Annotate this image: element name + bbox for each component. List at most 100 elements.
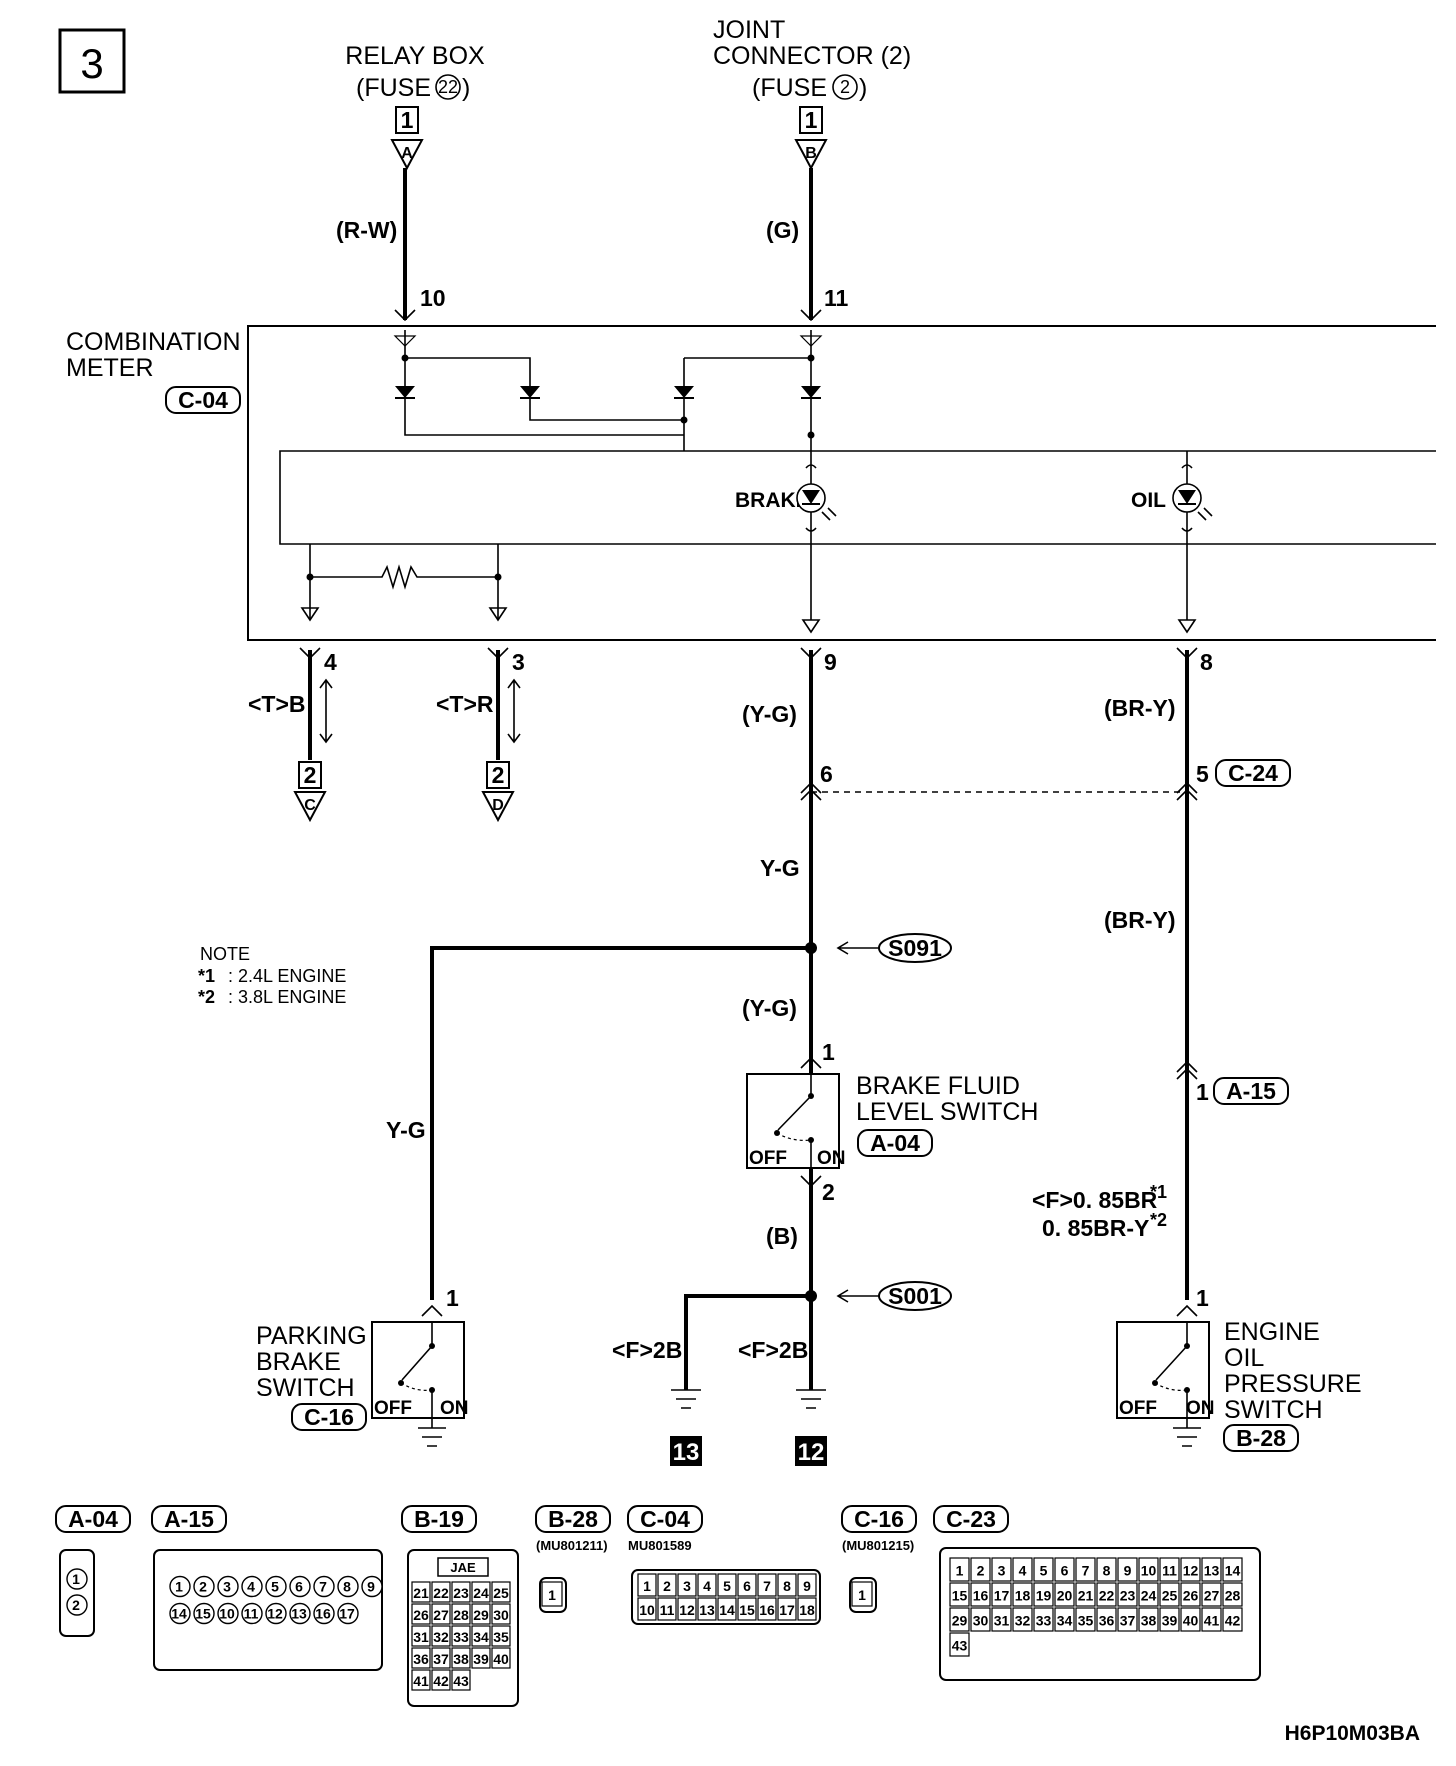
splice-s091-point <box>805 942 817 954</box>
connector-pin-label: 22 <box>1099 1588 1115 1604</box>
connector-pin-label: 2 <box>977 1563 985 1579</box>
joint-label-2: CONNECTOR (2) <box>713 42 911 70</box>
connector-part-number: MU801589 <box>628 1538 692 1553</box>
connector-pin-label: 43 <box>952 1638 968 1654</box>
intermediate-connector-c24: 6 5 C-24 <box>800 759 1291 801</box>
connector-pin-label: 8 <box>1103 1563 1111 1579</box>
connector-pin-label: 8 <box>343 1579 351 1595</box>
connector-pin-label: 11 <box>244 1606 259 1622</box>
connector-part-number: (MU801211) <box>536 1538 608 1553</box>
connector-pin-label: 28 <box>453 1607 469 1623</box>
meter-label-1: COMBINATION <box>66 328 241 356</box>
connector-pin-label: 1 <box>548 1587 556 1603</box>
wire-br-y-label-2: (BR-Y) <box>1104 907 1176 933</box>
connector-pin-label: 42 <box>1225 1613 1241 1629</box>
relay-box-connector-letter: A <box>401 145 413 162</box>
c24-pin-5: 5 <box>1196 761 1209 787</box>
relay-box-pin: 1 <box>401 107 414 133</box>
dest-c-letter: C <box>304 797 316 814</box>
meter-pin-9: 9 <box>824 649 837 675</box>
connector-pin-label: 5 <box>1040 1563 1048 1579</box>
parking-brake-label-1: PARKING <box>256 1322 367 1350</box>
connector-pin-label: 13 <box>1204 1563 1220 1579</box>
connector-pin-label: 25 <box>493 1585 509 1601</box>
note-line-2: : 3.8L ENGINE <box>228 987 346 1007</box>
connector-pin-label: 9 <box>803 1578 811 1594</box>
connector-pin-label: 37 <box>1120 1613 1136 1629</box>
wire-b-label: (B) <box>766 1223 798 1249</box>
dest-d-letter: D <box>492 797 504 814</box>
engine-note: NOTE *1 : 2.4L ENGINE *2 : 3.8L ENGINE <box>198 944 346 1007</box>
wire-br-y-label-1: (BR-Y) <box>1104 695 1176 721</box>
connector-pin-label: 2 <box>72 1597 80 1613</box>
wire-g-label: (G) <box>766 217 799 243</box>
relay-box-label: RELAY BOX <box>345 42 485 70</box>
connector-view-label: A-04 <box>68 1506 118 1532</box>
connector-pin-label: 12 <box>679 1602 695 1618</box>
connector-pin-label: 8 <box>783 1578 791 1594</box>
meter-pin-4: 4 <box>324 649 337 675</box>
connector-pin-label: 6 <box>1061 1563 1069 1579</box>
relay-box-fuse-close: ) <box>462 74 470 102</box>
oil-warning-lamp-icon: OIL <box>1131 464 1213 532</box>
connector-pin-label: 11 <box>1162 1563 1177 1579</box>
a15-connector-id: A-15 <box>1226 1078 1276 1104</box>
connector-pin-label: 13 <box>699 1602 715 1618</box>
connector-pin-label: 41 <box>1204 1613 1220 1629</box>
connector-pin-label: 9 <box>1124 1563 1132 1579</box>
connector-pin-label: 24 <box>473 1585 489 1601</box>
connector-pin-label: 34 <box>473 1629 489 1645</box>
joint-connector-letter: B <box>805 145 817 162</box>
connector-pin-label: 33 <box>1036 1613 1052 1629</box>
connector-pin-label: 4 <box>703 1578 711 1594</box>
connector-pin-label: 12 <box>1183 1563 1199 1579</box>
combination-meter: COMBINATION METER C-04 BRAKE OIL <box>66 325 1436 641</box>
a15-pin-1: 1 <box>1196 1079 1209 1105</box>
splice-s001-label: S001 <box>888 1283 942 1309</box>
wire-y-g-label-2: Y-G <box>760 855 800 881</box>
connector-pin-label: 5 <box>723 1578 731 1594</box>
connector-pin-label: 29 <box>473 1607 489 1623</box>
connector-pin-label: 32 <box>433 1629 449 1645</box>
diagram-code: H6P10M03BA <box>1285 1722 1420 1745</box>
wire-f2b-left-label: <F>2B <box>612 1337 682 1363</box>
brake-fluid-label-1: BRAKE FLUID <box>856 1072 1020 1100</box>
connector-pin-label: 10 <box>639 1602 655 1618</box>
connector-pin-label: 15 <box>952 1588 968 1604</box>
connector-pin-label: 5 <box>271 1579 279 1595</box>
ground-13-label: 13 <box>673 1439 700 1466</box>
connector-pin-label: 1 <box>858 1587 866 1603</box>
sheet-number: 3 <box>80 40 103 87</box>
connector-pin-label: 6 <box>295 1579 303 1595</box>
connector-pin-label: 22 <box>433 1585 449 1601</box>
connector-pin-label: 29 <box>952 1613 968 1629</box>
connector-pin-label: 30 <box>973 1613 989 1629</box>
connector-view-label: A-15 <box>164 1506 214 1532</box>
oil-switch-connector-id: B-28 <box>1236 1425 1286 1451</box>
connector-pin-label: 25 <box>1162 1588 1178 1604</box>
wire-f2b-right-label: <F>2B <box>738 1337 808 1363</box>
splice-s091-tag <box>878 933 952 963</box>
connector-pin-label: 2 <box>199 1579 207 1595</box>
sheet-number-box: 3 <box>58 28 126 94</box>
connector-view-c-16: C-16(MU801215)1 <box>841 1505 917 1613</box>
connector-pin-label: 36 <box>413 1651 429 1667</box>
brake-warning-lamp-icon: BRAKE <box>735 464 837 532</box>
meter-pin-3: 3 <box>512 649 525 675</box>
destination-c: 2 C <box>293 761 327 823</box>
connector-pin-label: 19 <box>1036 1588 1052 1604</box>
brake-fluid-on: ON <box>817 1148 846 1169</box>
oil-switch-label-3: PRESSURE <box>1224 1370 1362 1398</box>
connector-pin-label: 17 <box>339 1606 355 1622</box>
note-star-2: *2 <box>198 987 215 1007</box>
joint-label-1: JOINT <box>713 16 785 44</box>
connector-pin-label: 4 <box>1019 1563 1027 1579</box>
joint-pin: 1 <box>805 107 818 133</box>
oil-wire-star-1: *1 <box>1150 1182 1167 1202</box>
connector-pin-label: 3 <box>998 1563 1006 1579</box>
